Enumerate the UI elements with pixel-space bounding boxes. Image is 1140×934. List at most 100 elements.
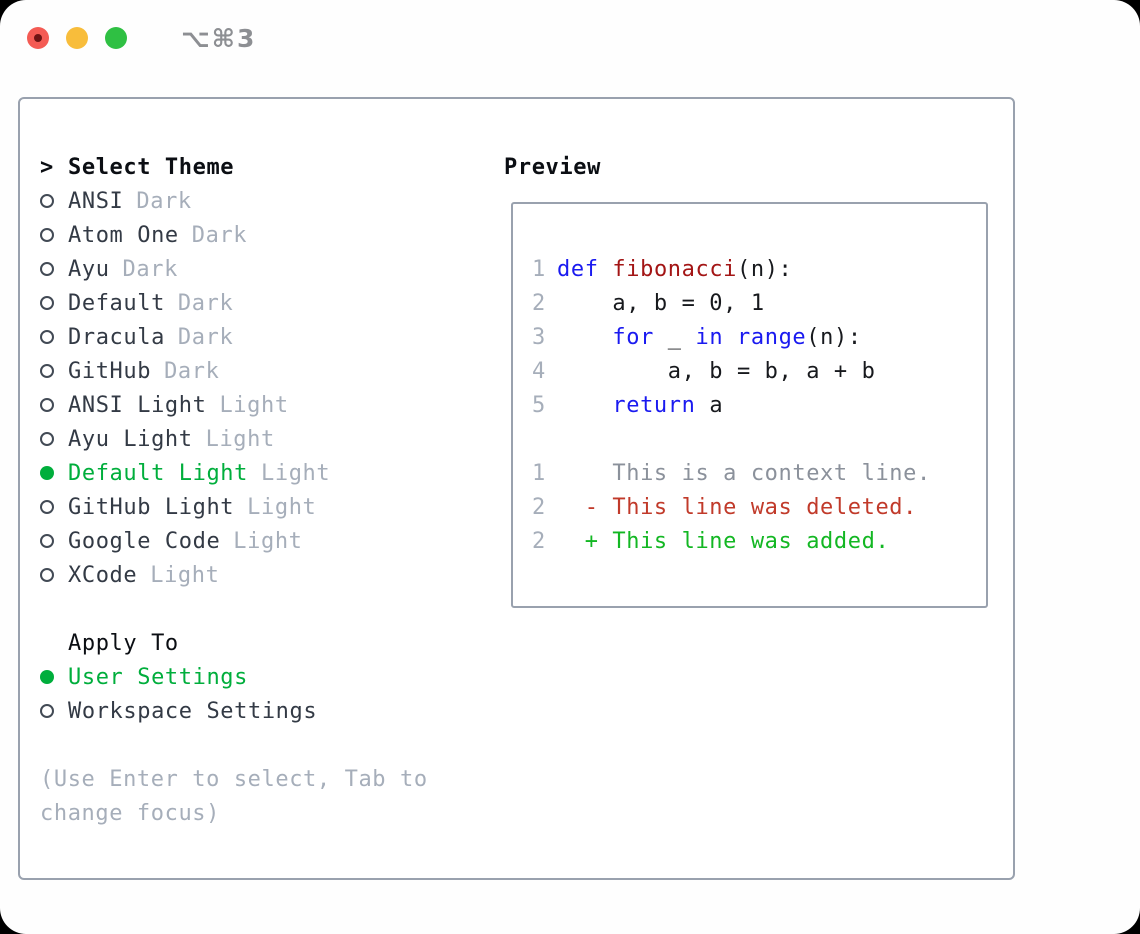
apply-option-name: User Settings [68,664,248,690]
code-token: for [612,324,654,350]
radio-icon [40,568,54,582]
code-token: return [612,392,696,418]
theme-name: Default Light [68,460,248,486]
code-token: fibonacci [612,256,738,282]
theme-name: Default [68,290,165,316]
theme-option-github-light[interactable]: GitHub Light Light [40,490,490,524]
theme-variant-tag: Light [205,426,275,452]
hint-line-2: change focus) [40,800,220,826]
radio-selected-icon [40,466,54,480]
theme-variant-tag: Light [233,528,303,554]
apply-option-user-settings[interactable]: User Settings [40,660,490,694]
radio-icon [40,194,54,208]
radio-marker [40,432,68,446]
radio-marker [40,670,68,684]
line-number: 1 [532,460,546,486]
theme-option-xcode[interactable]: XCode Light [40,558,490,592]
line-number: 5 [532,392,546,418]
theme-variant-tag: Light [261,460,331,486]
theme-variant-tag: Light [219,392,289,418]
code-token: range [737,324,807,350]
theme-option-default-light[interactable]: Default Light Light [40,456,490,490]
caret-icon: > [40,154,54,180]
theme-option-ansi-light[interactable]: ANSI Light Light [40,388,490,422]
radio-icon [40,364,54,378]
code-token: in [695,324,724,350]
line-number: 1 [532,256,546,282]
code-line: 2 a, b = 0, 1 [532,286,982,320]
select-theme-heading: > Select Theme [40,150,490,184]
code-token: + This line was added. [557,528,890,554]
spacer [40,592,490,626]
radio-icon [40,534,54,548]
titlebar: ⌥⌘3 [0,0,1140,76]
close-button[interactable] [27,27,49,49]
code-token [557,325,612,350]
zoom-button[interactable] [105,27,127,49]
radio-marker [40,704,68,718]
radio-icon [40,262,54,276]
radio-icon [40,296,54,310]
radio-marker [40,296,68,310]
theme-option-google-code[interactable]: Google Code Light [40,524,490,558]
radio-selected-icon [40,670,54,684]
line-number: 4 [532,358,546,384]
preview-heading: Preview [504,154,601,180]
theme-name: GitHub Light [68,494,235,520]
radio-icon [40,228,54,242]
code-token: - This line was deleted. [557,494,917,520]
apply-to-title: Apply To [68,630,179,656]
select-theme-title: Select Theme [68,154,235,180]
theme-name: Google Code [68,528,221,554]
theme-name: GitHub [68,358,152,384]
theme-option-github[interactable]: GitHub Dark [40,354,490,388]
theme-variant-tag: Dark [164,358,220,384]
theme-name: XCode [68,562,138,588]
code-line [532,422,982,456]
code-token: This is a context line. [557,460,931,486]
radio-icon [40,330,54,344]
apply-option-name: Workspace Settings [68,698,318,724]
close-dot-icon [34,34,42,42]
minimize-button[interactable] [66,27,88,49]
code-token: a, b = b, a + b [557,358,876,384]
code-line: 3 for _ in range(n): [532,320,982,354]
line-number: 3 [532,324,546,350]
theme-option-default[interactable]: Default Dark [40,286,490,320]
theme-name: Ayu Light [68,426,193,452]
theme-option-ayu-light[interactable]: Ayu Light Light [40,422,490,456]
apply-option-workspace-settings[interactable]: Workspace Settings [40,694,490,728]
radio-marker [40,398,68,412]
radio-marker [40,262,68,276]
theme-name: Dracula [68,324,165,350]
radio-icon [40,398,54,412]
radio-marker [40,330,68,344]
theme-variant-tag: Light [150,562,220,588]
theme-name: ANSI [68,188,124,214]
code-line: 4 a, b = b, a + b [532,354,982,388]
code-line: 2 + This line was added. [532,524,982,558]
radio-icon [40,704,54,718]
radio-icon [40,500,54,514]
code-token: a, b = 0, 1 [557,290,765,316]
code-token [557,393,612,418]
theme-name: ANSI Light [68,392,207,418]
theme-variant-tag: Dark [191,222,248,248]
code-token: a [695,392,724,418]
radio-marker [40,500,68,514]
theme-variant-tag: Dark [177,290,234,316]
radio-marker [40,194,68,208]
theme-variant-tag: Light [247,494,317,520]
code-line: 2 - This line was deleted. [532,490,982,524]
code-token [723,325,737,350]
radio-marker [40,568,68,582]
